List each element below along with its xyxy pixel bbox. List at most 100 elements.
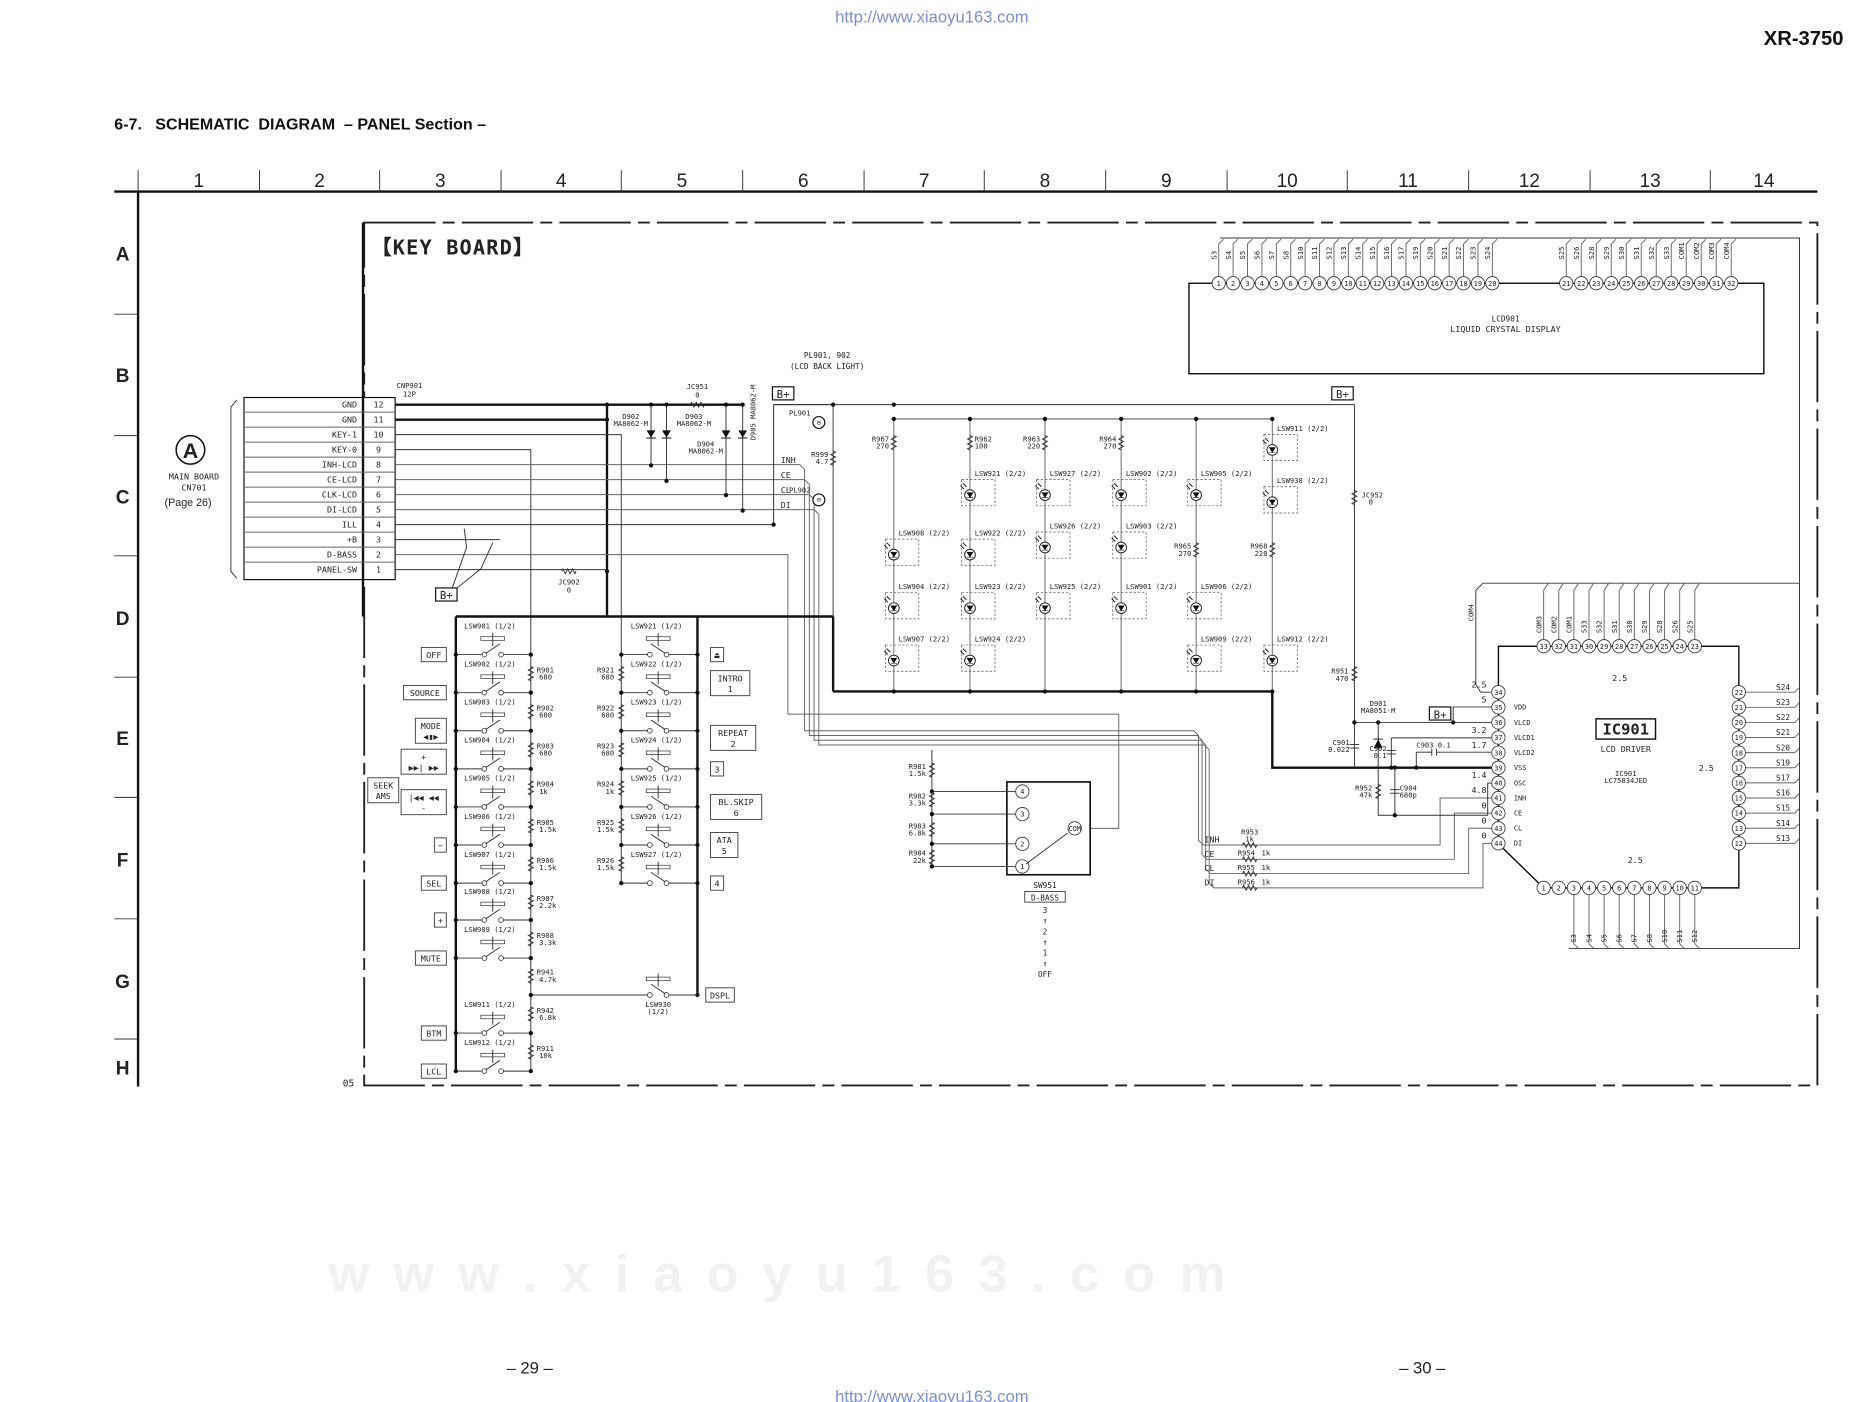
resistor-value: 1k [1262,877,1271,886]
ic-pin-number: 13 [1735,825,1743,833]
ic-pin-number: 18 [1735,749,1743,757]
ic-pin-net: S20 [1776,743,1790,752]
position-arrow-icon: ↑ [1042,958,1047,968]
lcd-pin-net: S13 [1339,247,1348,260]
sheet-code: 05 [343,1079,354,1090]
lcd-pin-net: S19 [1411,247,1420,260]
ic-pin-wire [1603,582,1610,640]
junction-dot [1118,416,1124,422]
connector-pin-number: 4 [376,520,381,530]
ic-part-ref: IC901 [1615,769,1636,778]
switch-label: LSW906 (1/2) [464,812,515,821]
ic-pin-net: S32 [1595,620,1604,633]
light-rays-icon [960,482,967,490]
resistor-r942 [527,1006,535,1022]
lcd-pin [1326,276,1342,291]
footer-url-link[interactable]: http://www.xiaoyu163.com [835,1387,1029,1402]
resistor-r955 [1242,870,1258,878]
column-number: 10 [1277,171,1298,192]
key-label-lsw926-text: ATA [717,835,732,845]
key-label-seek-up [400,748,447,775]
switch-contact [498,766,504,772]
lcd-pin-number: 3 [1245,280,1249,288]
row-letter: A [116,245,130,266]
ic-pin-net: COM1 [1564,616,1573,633]
light-rays-icon [1186,482,1193,490]
resistor-ref: R903 [537,742,554,751]
ic-pin-net: S25 [1685,620,1694,633]
lcd-pin-net: S21 [1440,247,1449,260]
page-title: 6-7. SCHEMATIC DIAGRAM – PANEL Section – [114,116,486,134]
switch-contact [498,880,504,886]
ic-pin-name: OSC [1514,779,1526,787]
led-outline [961,644,996,672]
ic-pin-voltage: 0 [1482,831,1487,841]
lcd-pin [1456,276,1471,291]
header-url-link[interactable]: http://www.xiaoyu163.com [835,8,1029,27]
led-indicator: LSW926 (2/2) [1035,521,1101,559]
ic-pin [1627,639,1642,654]
ic-pin [1491,700,1506,715]
lcd-pin-wire [1347,238,1354,277]
ic-pin-net: S30 [1625,620,1634,633]
ic-pin-wire [1603,894,1610,949]
ic-pin-number: 28 [1615,643,1623,651]
column-number: 4 [556,171,567,192]
switch-contact [647,842,653,848]
lcd-pin-net: S17 [1397,247,1406,260]
ic-pin-net: S17 [1776,774,1790,783]
lcd-bus-wire-cl [395,494,1492,875]
led-label: LSW927 (2/2) [1050,469,1101,478]
connector-pin-label: INH-LCD [322,460,357,470]
lcd-segment-bus [1568,583,1801,950]
b-plus-terminal-label: B+ [440,589,453,602]
led-outline [1187,592,1222,620]
lcd-pin [1470,276,1486,291]
lcd-pin-wire [1405,238,1412,277]
resistor-value: 1.5k [597,825,615,834]
b-plus-arrow [456,542,494,589]
resistor-value: 680 [539,711,552,720]
ic-pin-number: 43 [1494,825,1502,833]
switch-label: LSW905 (1/2) [464,774,515,783]
resistor-value: 6.8k [909,828,927,837]
ic-pin-wire [1588,894,1595,949]
key-label-lsw924-text: 3 [715,764,720,774]
ic-pin-wire [1633,582,1640,640]
column-number: 6 [798,171,809,192]
ic-pin-wire [1745,732,1800,739]
resistor-value: 4.7 [815,457,828,466]
d-bass-wire [395,554,1120,829]
resistor-ref: R905 [537,818,554,827]
diode-symbol [1268,499,1276,506]
resistor-ref: R955 [1238,863,1255,872]
ic-pin-name: VLCD [1514,719,1531,727]
switch-label: LSW921 (1/2) [631,621,682,630]
resistor-ref: R902 [537,704,554,713]
ic-pin [1597,880,1612,895]
light-rays-icon [1035,482,1042,490]
lcd-pin-number: 31 [1712,280,1720,288]
lcd-bus-wire-di [395,509,1492,889]
ic-pin-wire [1745,762,1800,769]
junction-dot [695,842,700,848]
ic-pin-name: VSS [1514,764,1526,772]
resistor-ref: R921 [597,665,614,674]
ic-pin-wire [1745,792,1800,799]
led-indicator: LSW905 (2/2) [1186,469,1252,507]
resistor-r963 [1041,435,1049,451]
lcd-pin-net: S31 [1632,247,1641,260]
lcd-pin [1442,276,1457,291]
ic-pin-net: S8 [1645,934,1654,943]
resistor-value: 680 [601,711,614,720]
resistor-r962 [966,435,974,451]
d-bass-position: 3 [1043,906,1048,915]
com4-wire [1475,582,1800,693]
switch-lever [650,643,666,654]
junction-dot [664,478,669,483]
switch-contact [498,804,504,810]
led-label: LSW926 (2/2) [1050,521,1101,530]
lcd-pin-wire [1376,238,1383,277]
switch-lever [650,833,666,845]
resistor-r902 [527,704,535,720]
